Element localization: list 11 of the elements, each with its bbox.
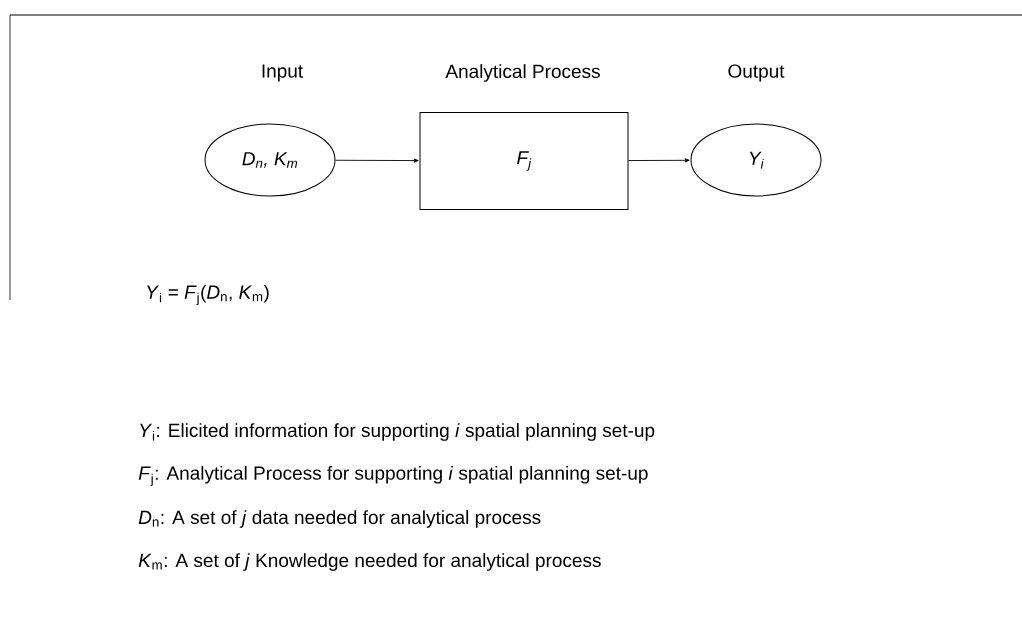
definition: D$_{n}$: A set of j data needed for analytical process — [138, 510, 541, 528]
arrow — [628, 158, 690, 163]
definition: F$_{j}$: Analytical Process for supporting i spatial planning set-up — [138, 465, 648, 487]
node-heading: Input — [262, 64, 303, 82]
arrow — [335, 158, 419, 163]
definition: Y$_{i}$: Elicited information for supporting i spatial planning set-up — [140, 423, 655, 441]
process-box: F$_{j}$ — [419, 112, 629, 210]
definition: K$_{m}$: A set of j Knowledge needed for analytical process — [138, 553, 601, 571]
node-heading: Output — [728, 64, 785, 82]
equation: Y$_{i}$ = F$_{j}$(D$_{n}$, K$_{m}$) — [147, 284, 269, 306]
node-heading: Analytical Process — [445, 64, 600, 82]
